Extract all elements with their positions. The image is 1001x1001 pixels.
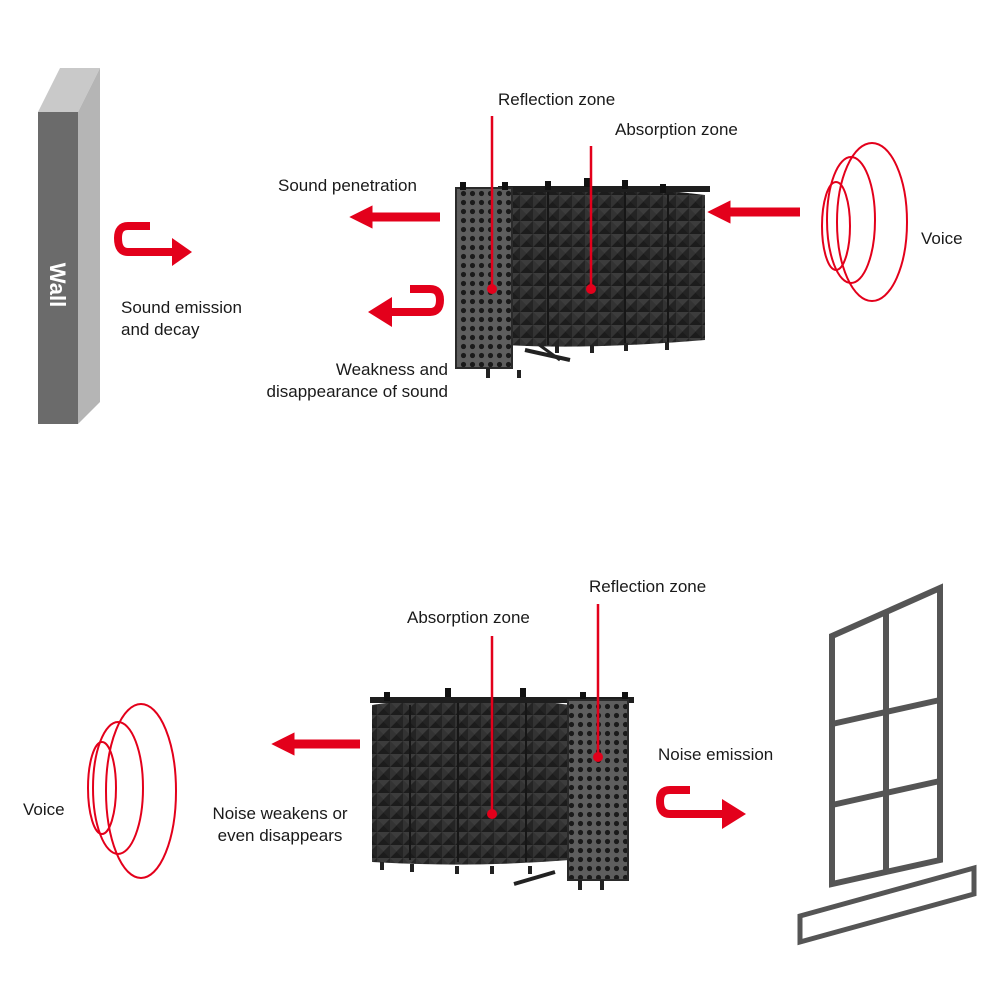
reflection-zone-pointer-top	[487, 116, 497, 294]
voice-label-bottom: Voice	[23, 800, 65, 819]
wall: Wall	[38, 68, 100, 424]
isolation-shield-top	[455, 178, 710, 378]
sound-emission-line2: and decay	[121, 320, 200, 339]
noise-emission-u-arrow	[655, 786, 746, 829]
voice-waves-bottom	[87, 703, 177, 879]
noise-emission-label: Noise emission	[658, 745, 774, 764]
sound-emission-label: Sound emission and decay	[121, 297, 242, 341]
noise-weakens-line1: Noise weakens or	[212, 804, 348, 823]
weakness-line1: Weakness and	[335, 360, 448, 379]
absorption-zone-label-bottom: Absorption zone	[407, 608, 530, 627]
sound-emission-u-arrow	[113, 222, 192, 266]
weakness-line2: disappearance of sound	[266, 382, 448, 401]
reflection-zone-label-bottom: Reflection zone	[589, 577, 707, 596]
absorption-zone-pointer-top	[586, 146, 596, 294]
noise-weakens-line2: even disappears	[217, 826, 343, 845]
sound-emission-line1: Sound emission	[121, 298, 242, 317]
reflection-zone-pointer-bottom	[593, 604, 603, 762]
absorption-zone-pointer-bottom	[487, 636, 497, 819]
absorption-zone-label-top: Absorption zone	[615, 120, 738, 139]
reflection-zone-label-top: Reflection zone	[498, 90, 616, 109]
sound-penetration-label: Sound penetration	[278, 176, 417, 195]
weakness-label: Weakness and disappearance of sound	[236, 359, 448, 403]
wall-label: Wall	[45, 263, 70, 307]
weakness-u-arrow	[368, 285, 445, 327]
noise-weakens-label: Noise weakens or even disappears	[190, 803, 370, 847]
voice-label-top: Voice	[921, 229, 963, 248]
window	[797, 583, 977, 946]
voice-waves-top	[821, 142, 908, 302]
isolation-shield-bottom	[370, 688, 634, 890]
